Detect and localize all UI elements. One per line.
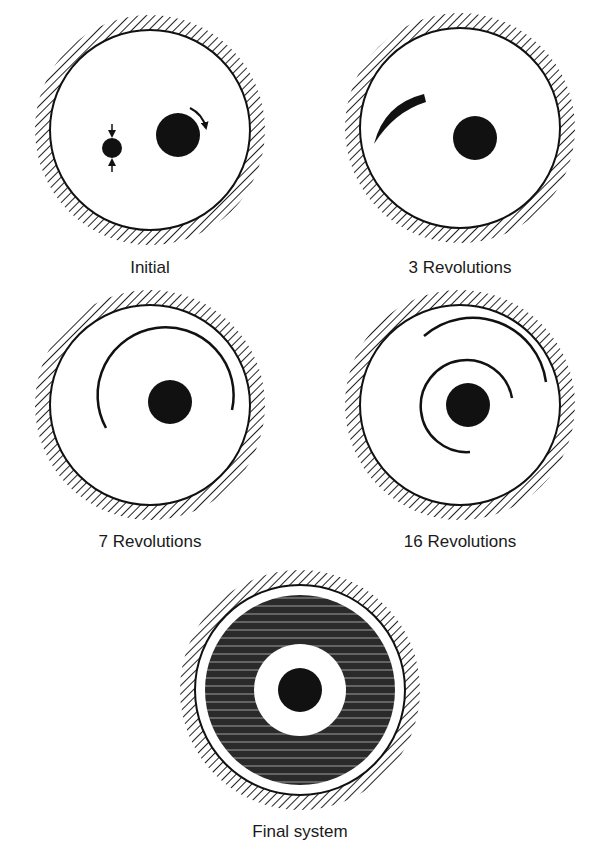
- stage-caption: Initial: [130, 258, 170, 278]
- vessel: [345, 290, 575, 520]
- stage-caption: 7 Revolutions: [98, 532, 201, 552]
- vessel: [180, 570, 420, 810]
- stage-caption: 16 Revolutions: [404, 532, 516, 552]
- stage-caption: Final system: [252, 822, 347, 842]
- vessel: [345, 13, 575, 243]
- vessel: [35, 15, 265, 245]
- stage-caption: 3 Revolutions: [408, 258, 511, 278]
- vessel: [35, 290, 265, 520]
